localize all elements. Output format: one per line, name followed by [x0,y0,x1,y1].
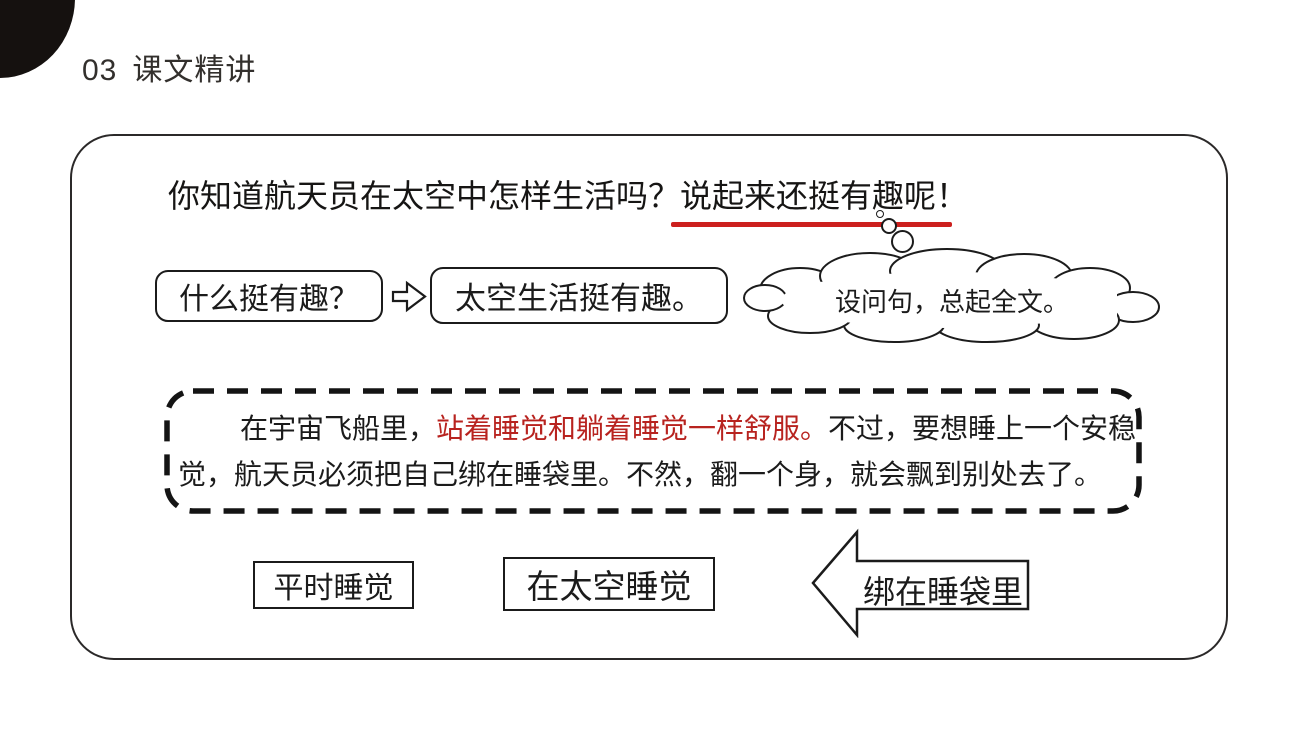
cloud-note: 设问句，总起全文。 [834,287,1069,317]
normal-sleep-label: 平时睡觉 [273,572,394,605]
question-box: 什么挺有趣？ [155,270,383,322]
left-arrow-shape [811,528,1030,638]
question-label: 什么挺有趣？ [179,283,359,316]
passage-line: 觉，航天员必须把自己绑在睡袋里。不然，翻一个身，就会飘到别处去了。 [178,459,1103,490]
thought-trail-dot [891,230,914,253]
left-arrow-label: 绑在睡袋里 [862,574,1023,610]
answer-box: 太空生活挺有趣。 [430,267,728,324]
normal-sleep-box: 平时睡觉 [253,561,414,609]
passage-text: 在宇宙飞船里，站着睡觉和躺着睡觉一样舒服。不过，要想睡上一个安稳觉，航天员必须把… [178,406,1138,498]
space-sleep-label: 在太空睡觉 [526,568,692,605]
space-sleep-box: 在太空睡觉 [503,557,715,611]
thought-trail-dot [876,210,884,218]
section-number: 03 [82,54,118,87]
thought-trail-dot [881,218,897,234]
cloud-callout-icon [743,248,1160,343]
passage-dashed-border [164,388,1142,514]
section-title: 课文精讲 [132,54,257,87]
passage-line: 在宇宙飞船里，站着睡觉和躺着睡觉一样舒服。不过，要想睡上一个安稳 [240,413,1137,444]
answer-label: 太空生活挺有趣。 [455,281,703,316]
emphasis-underline [671,222,952,227]
corner-decoration [0,0,75,78]
right-arrow-icon [391,280,427,313]
section-header: 03 课文精讲 [82,45,256,89]
intro-sentence: 你知道航天员在太空中怎样生活吗？说起来还挺有趣呢！ [168,178,969,214]
